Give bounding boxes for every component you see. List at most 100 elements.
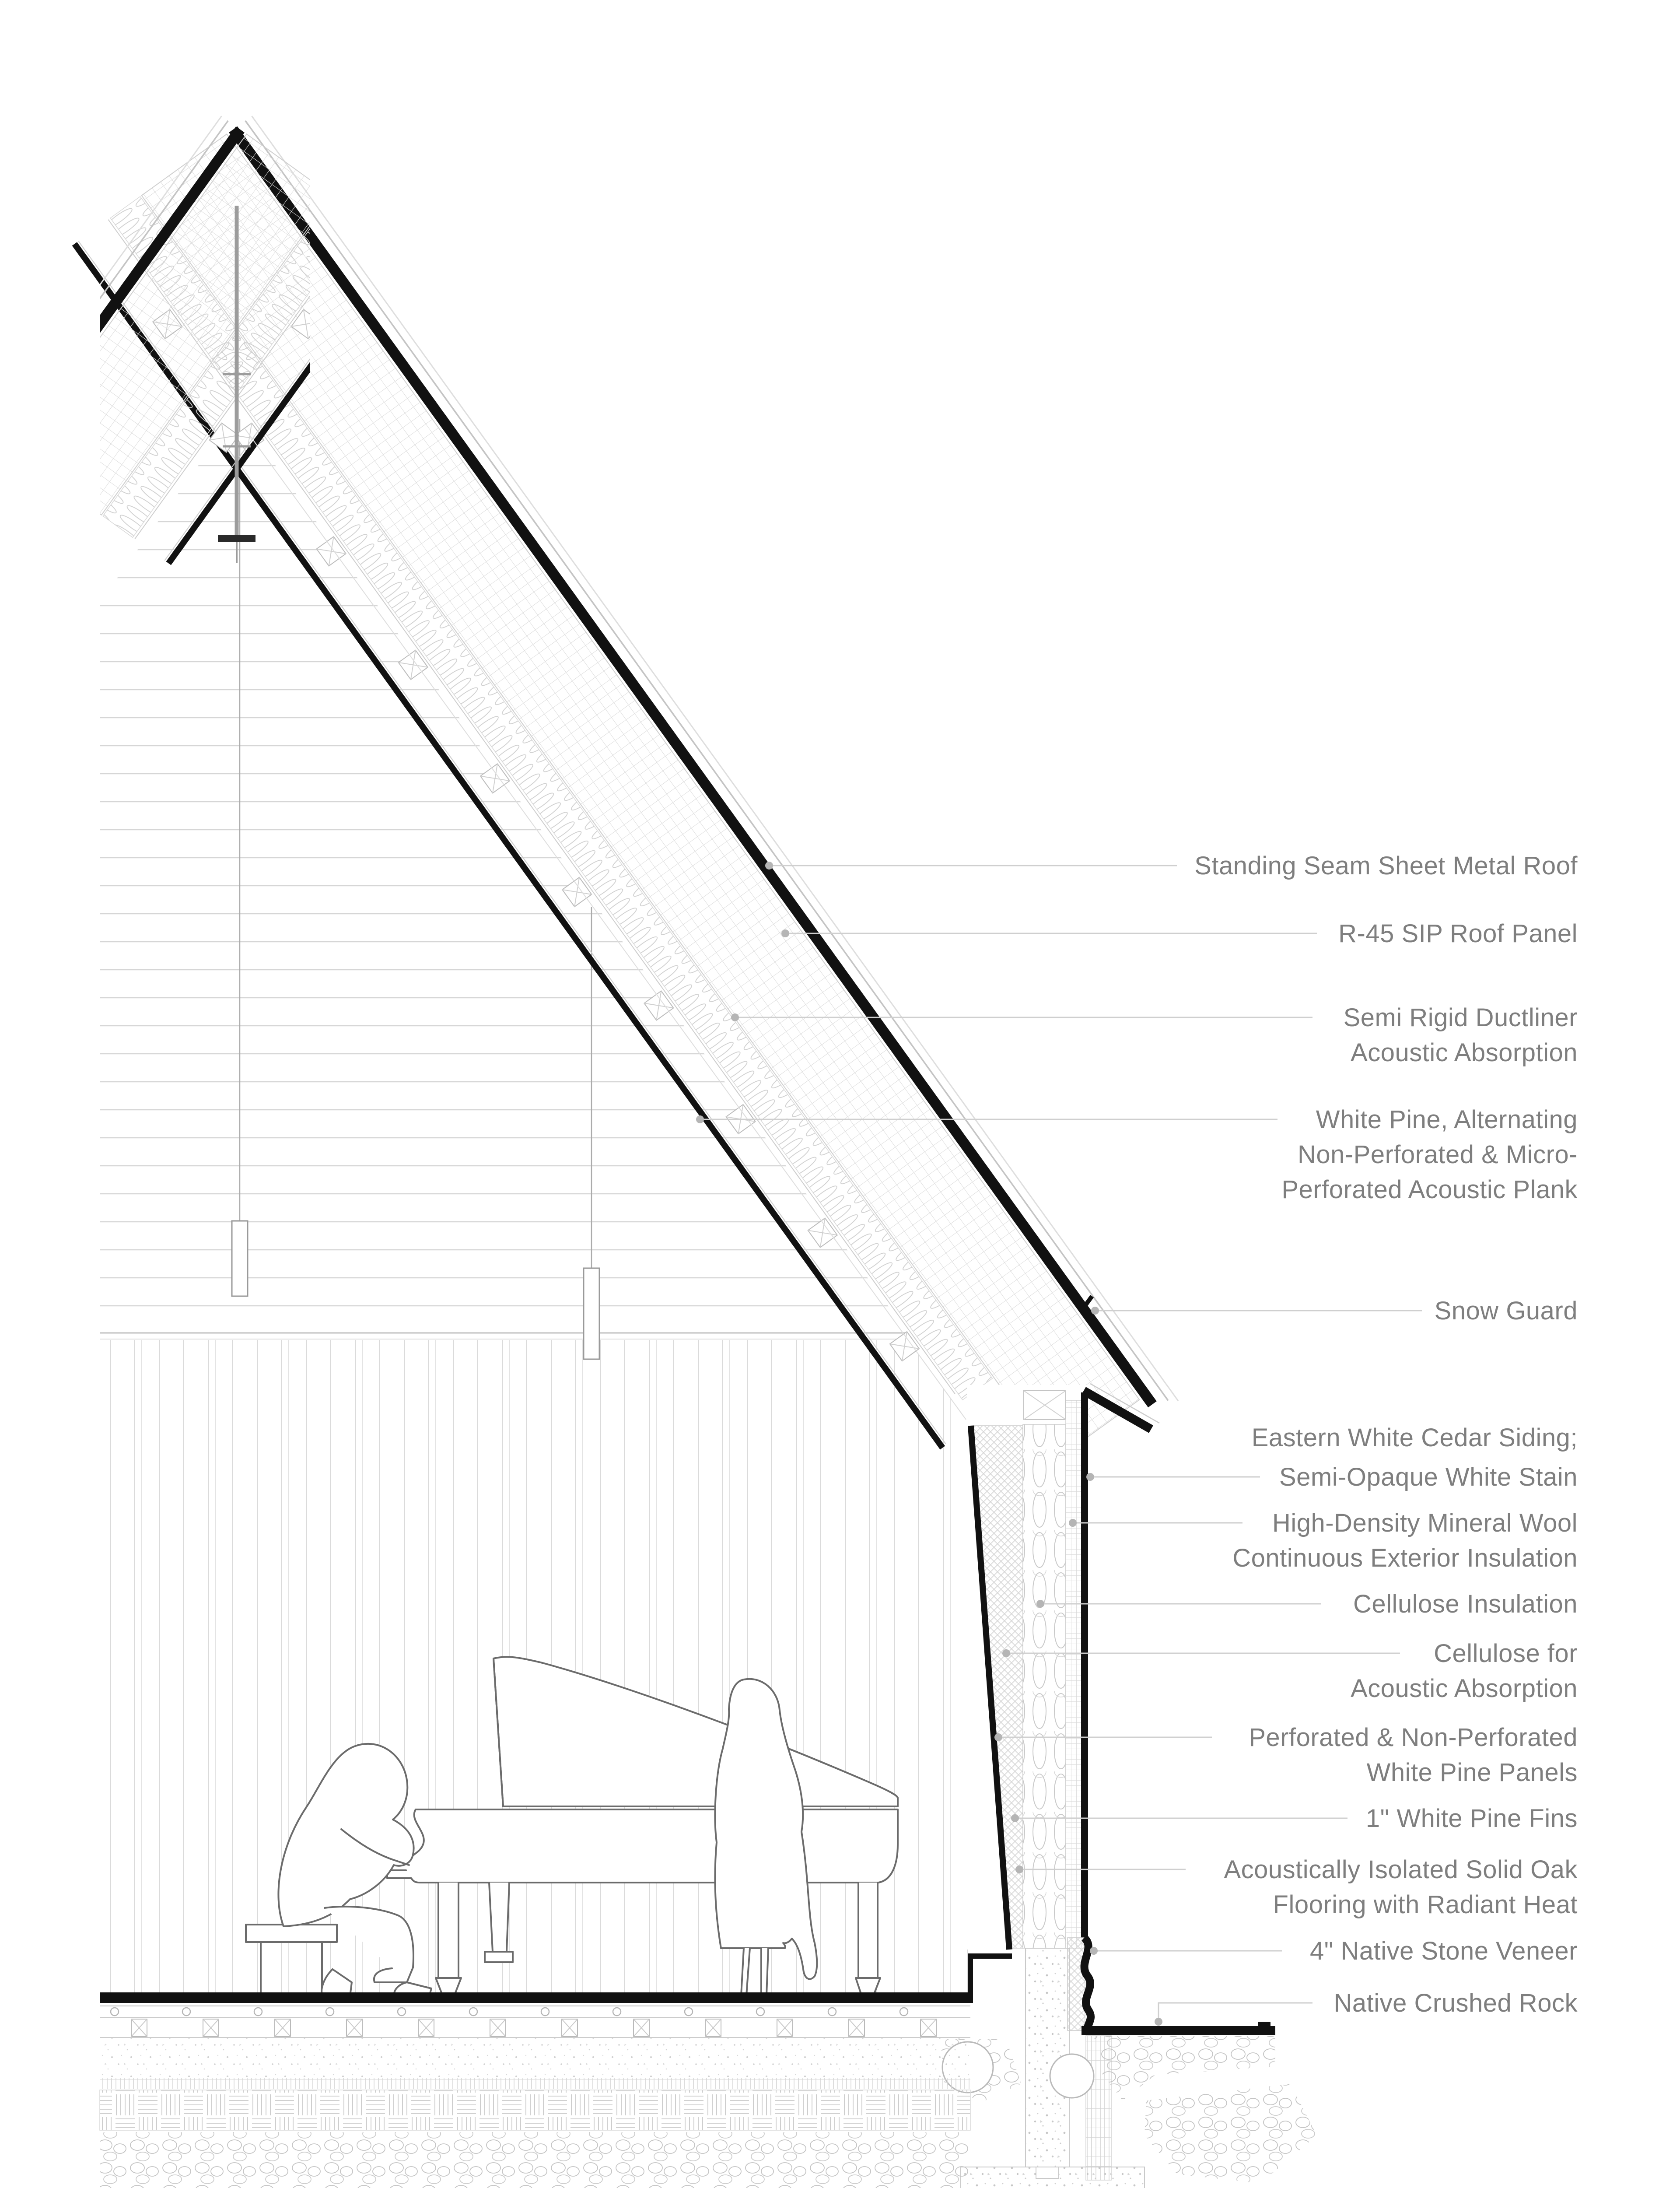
blocking-x xyxy=(131,2019,147,2037)
stone-veneer-hatch xyxy=(1067,1937,1085,2031)
metal-roof-outer-line xyxy=(251,116,1179,1402)
metal-roof-line xyxy=(245,120,1169,1401)
concrete-stem-wall xyxy=(1025,1948,1070,2167)
standing-woman-figure xyxy=(714,1678,818,2001)
woman-leg-right xyxy=(760,1947,769,1996)
crushed-rock-pocket-right xyxy=(1144,2084,1317,2184)
label-standing-seam-roof: Standing Seam Sheet Metal Roof xyxy=(1194,852,1578,880)
label-cellulose-acoustic-1: Cellulose for xyxy=(1434,1639,1578,1668)
woman-silhouette xyxy=(714,1678,818,1980)
floor-basket-band xyxy=(99,2090,971,2131)
isolation-mount xyxy=(540,2007,550,2016)
boulder-center xyxy=(1049,2053,1095,2099)
annotation-labels: Standing Seam Sheet Metal Roof R-45 SIP … xyxy=(1194,852,1578,2017)
label-ductliner-1: Semi Rigid Ductliner xyxy=(1344,1003,1578,1032)
piano-rear-leg xyxy=(858,1882,878,1979)
concrete-footing xyxy=(960,2167,1145,2188)
blocking-x xyxy=(705,2019,721,2037)
pianist-back-foot xyxy=(321,1968,353,1997)
isolation-mount xyxy=(397,2007,406,2016)
purlin-x xyxy=(808,1218,837,1248)
blocking-x xyxy=(920,2019,937,2037)
label-mineral-wool-2: Continuous Exterior Insulation xyxy=(1232,1544,1578,1572)
label-ductliner-2: Acoustic Absorption xyxy=(1351,1038,1578,1067)
isolation-mounts xyxy=(110,2007,909,2016)
piano-front-leg xyxy=(438,1882,459,1979)
purlin-x xyxy=(316,536,346,566)
piano-front-leg-foot xyxy=(435,1977,462,1995)
isolation-mount xyxy=(253,2007,263,2016)
snow-guard-glyph xyxy=(1078,1295,1094,1313)
pendant-light-right xyxy=(583,907,600,1360)
blocking-x xyxy=(777,2019,793,2037)
purlin-x xyxy=(291,309,310,339)
blocking-x xyxy=(848,2019,865,2037)
purlin-x xyxy=(644,991,674,1020)
pianist-body xyxy=(277,1743,415,1927)
label-white-pine-plank-1: White Pine, Alternating xyxy=(1316,1105,1578,1134)
label-cellulose-acoustic-2: Acoustic Absorption xyxy=(1351,1674,1578,1703)
floor-insulation-band xyxy=(100,2038,970,2077)
floor-pebble-band xyxy=(100,2132,970,2188)
ridge-rod-assembly xyxy=(218,206,256,563)
pianist-arm xyxy=(340,1828,410,1866)
isolation-mount xyxy=(612,2007,622,2016)
label-pine-panels-1: Perforated & Non-Perforated xyxy=(1249,1723,1578,1752)
ceiling-plank-shadow-line xyxy=(245,428,966,1420)
blocking-x xyxy=(418,2019,434,2037)
pendant-light-left xyxy=(231,419,248,1297)
exterior-wall-assembly xyxy=(968,1295,1160,1998)
eave-soffit-heavy-line xyxy=(1082,1387,1153,1433)
annotation-leaders xyxy=(696,862,1422,2026)
piano-pedal-base xyxy=(484,1951,514,1963)
label-mineral-wool-1: High-Density Mineral Wool xyxy=(1272,1509,1578,1537)
pianist-figure xyxy=(245,1743,432,1999)
isolation-mount xyxy=(899,2007,909,2016)
label-cedar-siding-1: Eastern White Cedar Siding; xyxy=(1252,1424,1578,1452)
blocking-x xyxy=(203,2019,219,2037)
crushed-rock-band-right xyxy=(1094,2036,1275,2100)
isolation-mount xyxy=(827,2007,837,2016)
blocking-x xyxy=(633,2019,650,2037)
label-crushed-rock: Native Crushed Rock xyxy=(1334,1989,1578,2017)
blocking-x xyxy=(274,2019,291,2037)
floor-blocking xyxy=(131,2019,937,2037)
blocking-x xyxy=(561,2019,578,2037)
label-stone-veneer: 4" Native Stone Veneer xyxy=(1310,1937,1578,1965)
interior-pine-face-line xyxy=(968,1425,1012,1950)
label-sip-roof-panel: R-45 SIP Roof Panel xyxy=(1338,919,1578,948)
floor-membrane-band xyxy=(100,2078,970,2089)
purlin-x xyxy=(209,423,239,452)
wall-top-plate-x xyxy=(1023,1390,1066,1420)
purlin-x xyxy=(562,877,592,907)
stone-veneer-heavy-line xyxy=(1080,1935,1095,2032)
roof-membrane-heavy-line xyxy=(229,126,1157,1408)
label-cellulose-insulation: Cellulose Insulation xyxy=(1353,1590,1578,1618)
label-pine-panels-2: White Pine Panels xyxy=(1367,1758,1578,1787)
roof-left-slope xyxy=(100,116,310,565)
woman-leg-left xyxy=(740,1947,751,1996)
piano-bench-seat xyxy=(245,1924,338,1943)
label-pine-fins: 1" White Pine Fins xyxy=(1366,1804,1578,1833)
isolation-mount xyxy=(182,2007,191,2016)
piano-case xyxy=(386,1809,899,1883)
label-white-pine-plank-3: Perforated Acoustic Plank xyxy=(1281,1175,1578,1204)
blocking-x xyxy=(490,2019,506,2037)
roof-right-slope xyxy=(72,116,1179,1462)
label-white-pine-plank-2: Non-Perforated & Micro- xyxy=(1298,1140,1578,1169)
isolation-mount xyxy=(325,2007,335,2016)
roof-purlins xyxy=(152,309,920,1362)
purlin-x xyxy=(398,650,428,680)
cellulose-stud-cavity xyxy=(1022,1424,1066,1949)
grade-end-block xyxy=(1258,2022,1270,2030)
foundation-and-ground xyxy=(941,1935,1317,2188)
piano-lid xyxy=(493,1656,899,1807)
isolation-mount xyxy=(684,2007,693,2016)
floor-assembly xyxy=(99,1992,973,2188)
isolation-mount xyxy=(469,2007,478,2016)
label-oak-flooring-1: Acoustically Isolated Solid Oak xyxy=(1224,1855,1578,1884)
acoustic-plank-ceiling-line xyxy=(72,242,945,1450)
label-oak-flooring-2: Flooring with Radiant Heat xyxy=(1273,1890,1578,1919)
isolation-mount xyxy=(756,2007,765,2016)
